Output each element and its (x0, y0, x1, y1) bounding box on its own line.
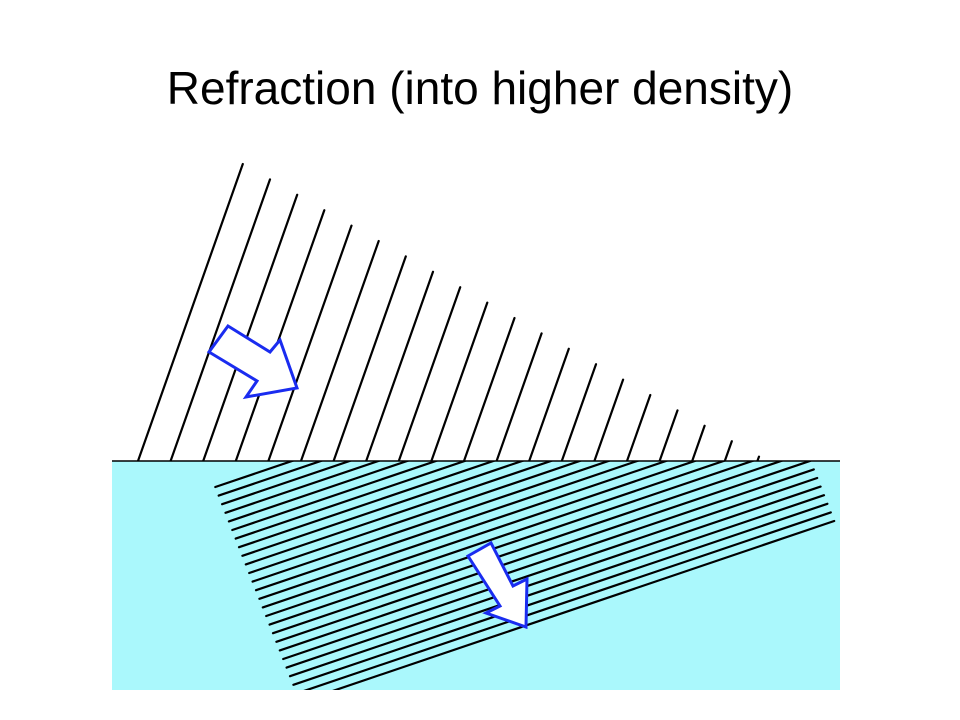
refracted-wavefront (224, 461, 382, 514)
refracted-wavefronts (214, 461, 836, 690)
dense-medium (112, 461, 840, 690)
incident-wavefront (560, 363, 598, 461)
incident-wavefront (332, 255, 407, 461)
refracted-wavefront (234, 461, 469, 540)
incident-wavefront (528, 347, 570, 461)
refracted-wavefront (268, 461, 756, 626)
slide-title: Refraction (into higher density) (166, 62, 794, 114)
incident-wavefront (625, 393, 652, 461)
refracted-wavefront (244, 461, 555, 566)
incident-arrow-icon (206, 323, 300, 400)
refracted-wavefront (285, 485, 822, 669)
refracted-wavefront (241, 461, 526, 557)
incident-wavefronts (136, 162, 761, 461)
incident-wavefront (430, 301, 489, 461)
refracted-wavefront (292, 502, 829, 686)
incident-wavefront (169, 178, 272, 461)
refracted-wavefront (271, 461, 785, 635)
refracted-wavefront (237, 461, 497, 549)
incident-wavefront (462, 316, 516, 461)
refracted-wavefront (278, 468, 815, 652)
refracted-wavefront (231, 461, 440, 532)
refracted-wavefront (332, 519, 836, 690)
incident-wavefront (397, 286, 462, 461)
refracted-wavefront (303, 511, 832, 690)
incident-wavefront (299, 239, 380, 461)
refracted-wavefront (282, 476, 819, 661)
incident-wavefront (658, 409, 679, 461)
refracted-wavefront (254, 461, 641, 592)
refracted-wavefront (261, 461, 699, 609)
refracted-wavefront (258, 461, 670, 600)
incident-wavefront (365, 270, 435, 461)
refracted-wavefront (248, 461, 584, 575)
incident-wavefront (267, 224, 353, 461)
incident-wavefront (202, 193, 299, 461)
refracted-wavefront (265, 461, 727, 618)
refracted-wavefront (217, 461, 325, 497)
refracted-wavefront (251, 461, 612, 583)
refracted-wavefront (221, 461, 353, 506)
incident-wavefront (691, 424, 706, 461)
incident-wavefront (593, 378, 625, 461)
refracted-wavefront (227, 461, 411, 523)
refracted-wavefront (214, 461, 296, 489)
incident-wavefront (136, 162, 244, 461)
incident-wavefront (234, 209, 326, 461)
incident-wavefront (723, 440, 733, 461)
refracted-wavefront (275, 461, 812, 643)
refracted-arrow-icon (465, 540, 529, 630)
incident-wavefront (495, 332, 543, 461)
refracted-wavefront (288, 494, 826, 678)
